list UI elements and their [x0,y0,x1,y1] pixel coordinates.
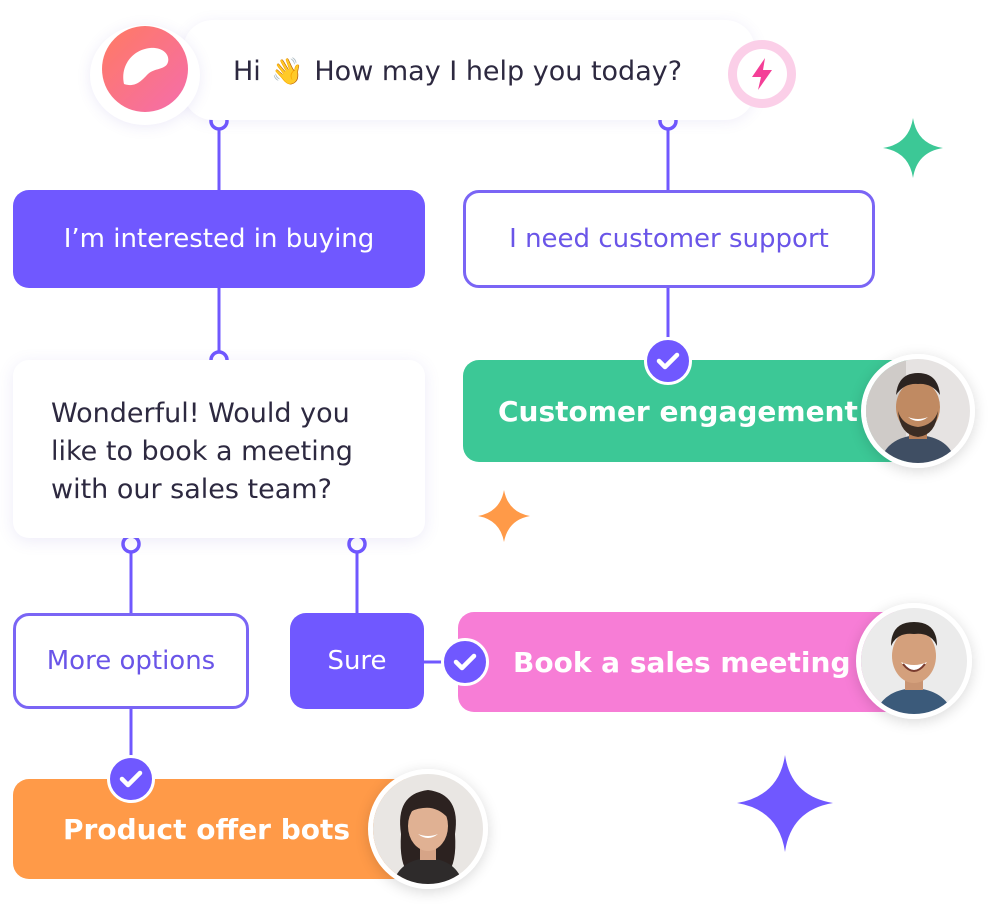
check-icon [107,755,155,803]
node-dot [121,534,141,554]
node-dot [347,534,367,554]
bot-reply-card: Wonderful! Would you like to book a meet… [13,360,425,538]
outcome-label: Customer engagement [498,394,858,428]
avatar-man-beard [861,354,975,468]
more-options-button[interactable]: More options [13,613,249,709]
sparkle-icon-purple [737,755,833,852]
avatar-man-laughing [856,603,972,719]
check-icon [644,337,692,385]
waving-hand-icon: 👋 [271,57,304,87]
outcome-customer-engagement: Customer engagement [463,360,921,462]
bot-reply-text: Wonderful! Would you like to book a meet… [51,398,353,505]
option-buying-button[interactable]: I’m interested in buying [13,190,425,288]
outcome-book-sales-meeting: Book a sales meeting [458,612,918,712]
outcome-product-offer-bots: Product offer bots [13,779,433,879]
greeting-text: Hi 👋 How may I help you today? [233,50,682,94]
greeting-question: How may I help you today? [314,56,683,87]
greeting-bubble [183,20,755,120]
avatar-woman [368,769,488,889]
sparkle-icon-green [883,118,943,178]
sure-button[interactable]: Sure [290,613,424,709]
check-icon [441,638,489,686]
sparkle-icon-orange [478,490,530,542]
chat-logo-icon [102,26,188,112]
lightning-bolt-icon [737,49,787,99]
outcome-label: Book a sales meeting [513,645,851,679]
greeting-hi: Hi [233,56,261,87]
option-support-button[interactable]: I need customer support [463,190,875,288]
outcome-label: Product offer bots [63,812,351,846]
